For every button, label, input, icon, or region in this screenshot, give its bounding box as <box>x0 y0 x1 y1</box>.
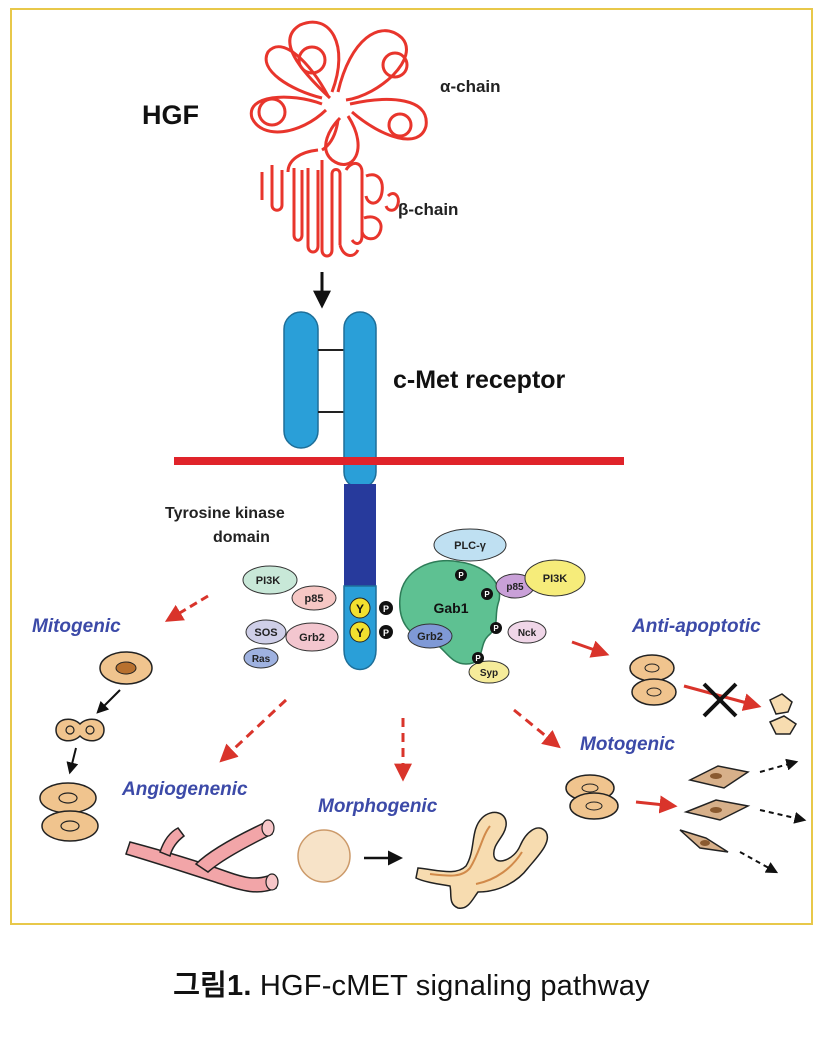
caption-number: 그림1. <box>173 970 252 1002</box>
anti-apoptotic-cells <box>629 654 798 735</box>
grb2-left-label: Grb2 <box>299 632 325 644</box>
block-x-2 <box>702 682 738 718</box>
morphogenic-structure <box>297 811 549 909</box>
ras-label: Ras <box>252 654 271 665</box>
arrow-motogenic <box>513 708 561 749</box>
gab1-cluster: Gab1 PLC-γ p85 PI3K Grb2 Nck Syp P P P P <box>399 528 586 684</box>
label-anti-apoptotic: Anti-apoptotic <box>631 616 761 637</box>
motogenic-cells <box>565 758 807 874</box>
mitogenic-cells <box>39 651 153 842</box>
grb2-right-label: Grb2 <box>417 631 443 643</box>
figure-caption: 그림1. HGF-cMET signaling pathway <box>0 962 823 1004</box>
apoptotic-cell-1 <box>769 693 793 715</box>
cmet-receptor <box>283 311 377 671</box>
tyrosine-y2: Y <box>356 626 364 640</box>
phospho-r1: P <box>383 604 389 614</box>
hgf-ligand <box>249 20 428 258</box>
phospho-g2: P <box>484 590 490 599</box>
pi3k-left-label: PI3K <box>256 575 281 587</box>
caption-text: HGF-cMET signaling pathway <box>259 970 650 1002</box>
tyrosine-kinase-domain <box>344 484 376 586</box>
kinase-label-line2: domain <box>213 529 270 546</box>
label-motogenic: Motogenic <box>580 734 675 755</box>
alpha-chain-label: α-chain <box>440 77 501 96</box>
phospho-g1: P <box>458 571 464 580</box>
gab1-label: Gab1 <box>433 600 468 616</box>
cell-membrane <box>174 457 624 465</box>
phospho-g4: P <box>475 654 481 663</box>
label-mitogenic: Mitogenic <box>32 616 121 637</box>
left-adaptor-cluster: PI3K p85 SOS Grb2 Ras <box>242 565 339 669</box>
p85-right-label: p85 <box>506 582 524 593</box>
plc-label: PLC-γ <box>454 540 487 552</box>
kinase-label-line1: Tyrosine kinase <box>165 505 285 522</box>
arrow-anti-apoptotic <box>571 640 610 658</box>
hgf-label: HGF <box>142 100 199 130</box>
pi3k-right-label: PI3K <box>543 573 568 585</box>
phospho-g3: P <box>493 624 499 633</box>
label-angiogenic: Angiogenenic <box>121 779 248 800</box>
label-morphogenic: Morphogenic <box>318 796 438 817</box>
syp-label: Syp <box>480 668 498 679</box>
tyrosine-residues: Y Y P P <box>349 597 393 643</box>
arrow-mitogenic <box>164 594 209 622</box>
outcome-arrows <box>164 594 610 782</box>
sos-label: SOS <box>254 627 277 639</box>
angiogenic-vessel <box>125 819 279 893</box>
apoptotic-cell-2 <box>768 715 798 735</box>
receptor-label: c-Met receptor <box>393 366 566 394</box>
p85-left-label: p85 <box>305 593 324 605</box>
nck-label: Nck <box>518 628 537 639</box>
beta-chain-label: β-chain <box>398 200 458 219</box>
phospho-r2: P <box>383 628 389 638</box>
tyrosine-y1: Y <box>356 602 364 616</box>
